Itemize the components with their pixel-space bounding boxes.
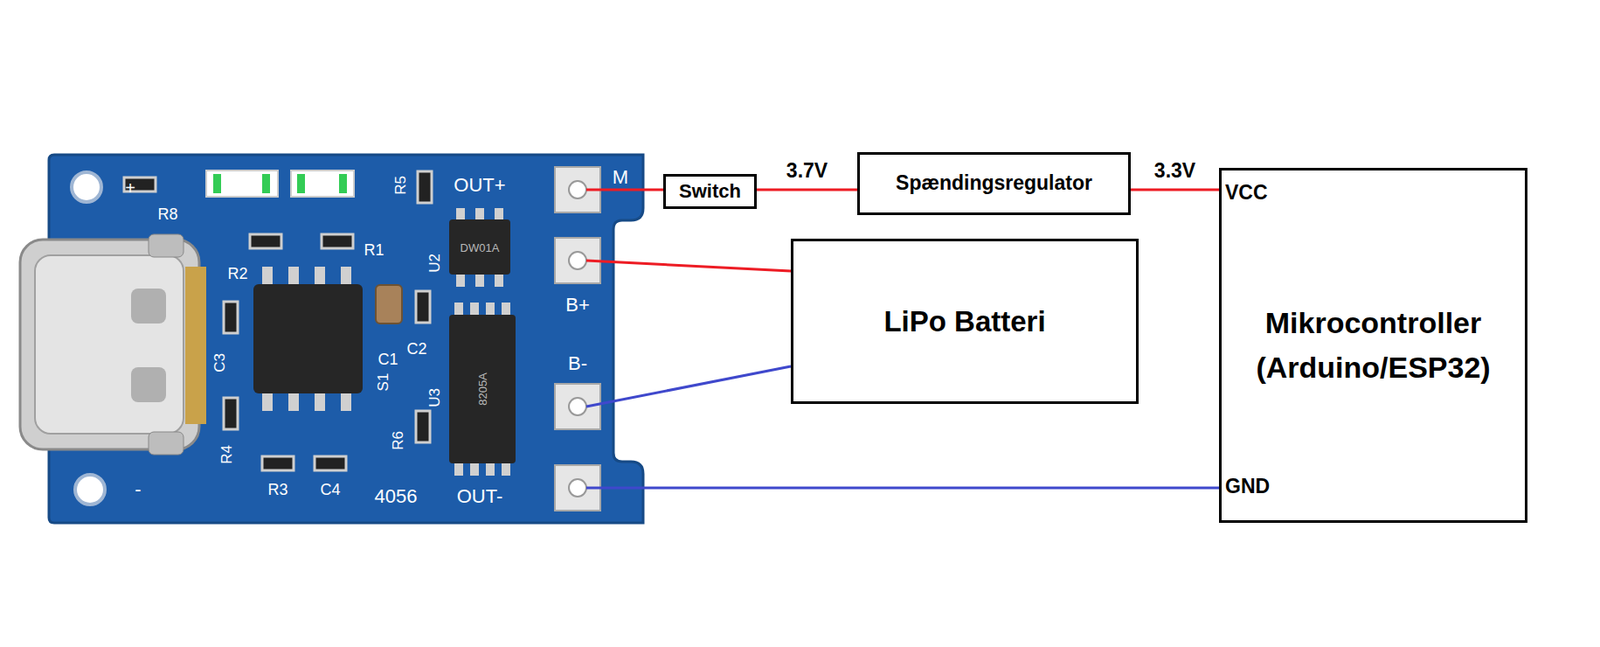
ic-pin xyxy=(340,391,352,411)
switch-box: Switch xyxy=(663,173,757,209)
smd-resistor xyxy=(321,234,354,249)
pad-hole xyxy=(568,478,587,497)
pad-hole xyxy=(568,251,587,270)
ic-pin xyxy=(288,391,299,411)
ic-pin xyxy=(262,266,273,286)
silkscreen-label: 4056 xyxy=(374,486,418,506)
usb-c-tab xyxy=(148,234,184,257)
ic-chip xyxy=(449,219,511,275)
pad-hole xyxy=(568,397,587,416)
silkscreen-label: C2 xyxy=(406,340,427,357)
voltage-label: 3.3V xyxy=(1154,160,1196,181)
silkscreen-label: R8 xyxy=(157,206,178,222)
ic-chip xyxy=(449,314,516,464)
wire-red xyxy=(586,188,664,192)
ic-pin xyxy=(456,207,465,222)
smd-capacitor xyxy=(314,456,347,471)
battery-box: LiPo Batteri xyxy=(790,238,1139,404)
capacitor-c1 xyxy=(375,284,402,324)
silkscreen-label: + xyxy=(124,179,136,197)
power-wire xyxy=(1130,188,1220,192)
silkscreen-label: - xyxy=(134,479,141,499)
silkscreen-label: OUT+ xyxy=(453,175,506,195)
wire-blue xyxy=(586,486,1220,490)
node-text: LiPo Batteri xyxy=(883,304,1046,340)
smd-capacitor xyxy=(415,290,430,323)
silkscreen-label: R2 xyxy=(227,265,248,282)
ic-pin xyxy=(494,207,504,222)
silkscreen-label: OUT- xyxy=(457,486,504,506)
silkscreen-label: U2 xyxy=(427,253,443,273)
smd-resistor xyxy=(415,410,430,443)
led-end xyxy=(339,173,347,194)
usb-c-slot xyxy=(131,288,167,324)
ic-pin xyxy=(454,302,464,317)
silkscreen-label: C3 xyxy=(212,353,228,373)
mounting-hole xyxy=(75,474,105,505)
ic-pin xyxy=(314,266,326,286)
node-text: Spændingsregulator xyxy=(895,172,1093,194)
ic-pin xyxy=(288,266,299,286)
ic-pin xyxy=(475,273,485,287)
microcontroller-box: Mikrocontroller (Arduino/ESP32) xyxy=(1219,167,1528,523)
smd-resistor xyxy=(249,234,282,249)
ic-pin xyxy=(454,461,464,476)
wire-red xyxy=(586,260,791,271)
wire-blue xyxy=(586,366,791,407)
ic-pin xyxy=(501,461,511,476)
voltage-label: 3.7V xyxy=(786,160,828,181)
silkscreen-label: R3 xyxy=(267,481,288,498)
smd-resistor xyxy=(262,456,294,471)
silkscreen-label: U3 xyxy=(427,387,443,408)
node-text: Switch xyxy=(678,180,742,202)
ic-pin xyxy=(470,302,479,317)
pad-hole xyxy=(568,180,587,199)
regulator-box: Spændingsregulator xyxy=(857,152,1131,215)
ic-chip xyxy=(253,283,363,394)
power-wire xyxy=(756,188,858,192)
usb-c-pins xyxy=(185,266,207,424)
smd-resistor xyxy=(223,397,238,430)
ic-pin xyxy=(470,461,479,476)
silkscreen-label: S1 xyxy=(375,373,391,392)
smd-resistor xyxy=(417,171,432,203)
usb-c-slot xyxy=(131,367,167,402)
pin-name: VCC xyxy=(1225,182,1268,203)
ic-pin xyxy=(501,302,511,317)
solder-pad xyxy=(554,383,601,430)
silkscreen-label: R4 xyxy=(219,444,235,465)
silkscreen-label: B- xyxy=(567,353,588,374)
usb-c-connector xyxy=(20,239,200,450)
smd-capacitor xyxy=(223,301,238,333)
led-end xyxy=(213,173,222,194)
ic-pin xyxy=(456,273,465,287)
silkscreen-label: R1 xyxy=(363,242,384,258)
silkscreen-label: R6 xyxy=(390,430,406,451)
ic-pin xyxy=(485,302,495,317)
silkscreen-label: 8205A xyxy=(477,372,489,406)
silkscreen-label: R5 xyxy=(393,175,409,195)
led-end xyxy=(262,173,271,194)
ic-pin xyxy=(475,207,485,222)
mounting-hole xyxy=(71,172,102,202)
ic-pin xyxy=(340,266,352,286)
silkscreen-label: C4 xyxy=(319,481,340,498)
silkscreen-label: M xyxy=(612,167,629,188)
led xyxy=(290,170,354,197)
silkscreen-label: B+ xyxy=(565,295,590,315)
ic-pin xyxy=(314,391,326,411)
silkscreen-label: DW01A xyxy=(460,242,500,254)
led-end xyxy=(297,173,305,194)
pin-name: GND xyxy=(1225,476,1270,497)
usb-c-shell xyxy=(34,255,184,434)
led xyxy=(206,170,278,197)
silkscreen-label: C1 xyxy=(377,351,398,368)
usb-c-tab xyxy=(148,431,184,455)
ic-pin xyxy=(485,461,495,476)
ic-pin xyxy=(494,273,504,287)
ic-pin xyxy=(262,391,273,411)
node-text: Mikrocontroller (Arduino/ESP32) xyxy=(1239,300,1508,390)
